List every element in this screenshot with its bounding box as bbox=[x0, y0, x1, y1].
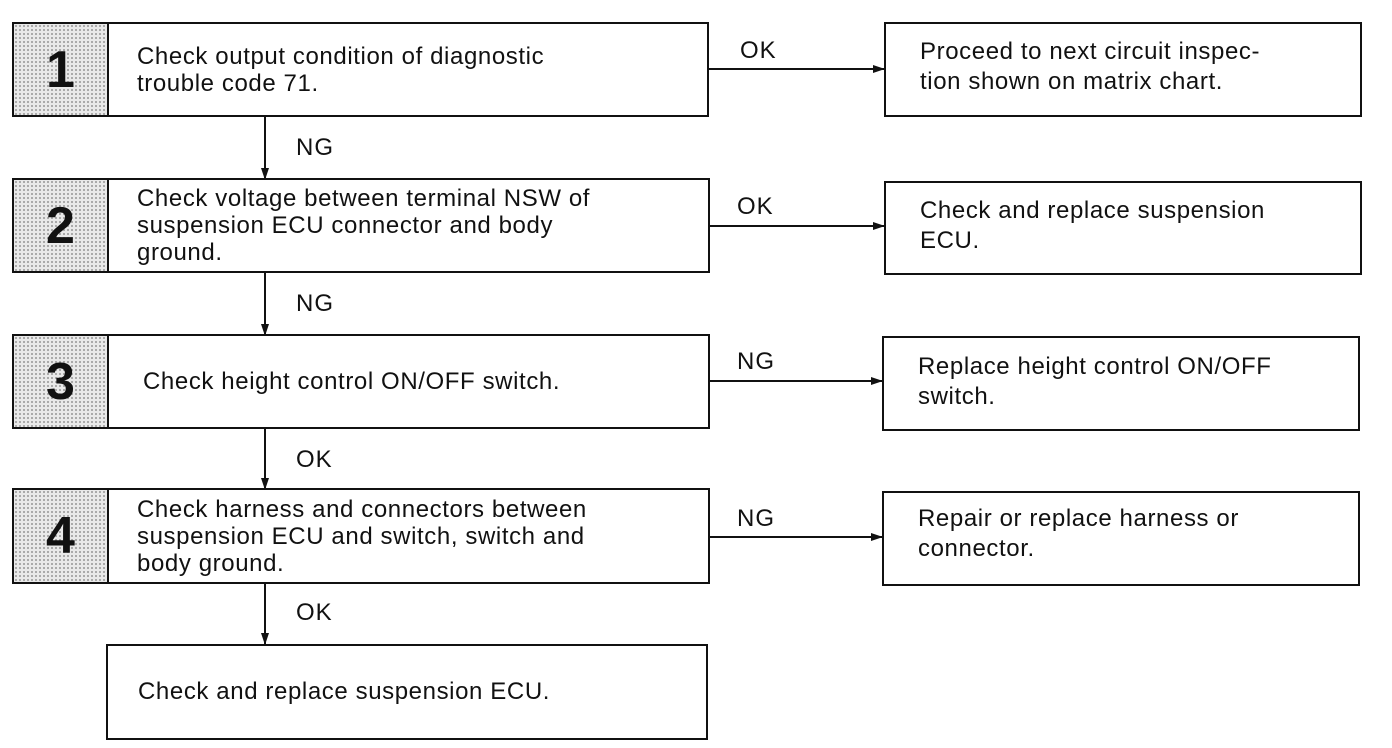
down-label-2: NG bbox=[296, 290, 334, 317]
result-1-box: Proceed to next circuit inspec- tion sho… bbox=[884, 22, 1362, 117]
step-1-box: 1 Check output condition of diagnostic t… bbox=[12, 22, 709, 117]
step-4-box: 4 Check harness and connectors between s… bbox=[12, 488, 710, 584]
result-2-condition-label: OK bbox=[737, 193, 774, 220]
step-2-number: 2 bbox=[14, 180, 109, 271]
step-4-text: Check harness and connectors between sus… bbox=[137, 495, 587, 577]
step-1-text: Check output condition of diagnostic tro… bbox=[137, 42, 545, 97]
result-3-text: Replace height control ON/OFF switch. bbox=[918, 352, 1272, 410]
result-1-text: Proceed to next circuit inspec- tion sho… bbox=[920, 37, 1261, 95]
down-label-4: OK bbox=[296, 599, 333, 626]
result-2-text: Check and replace suspension ECU. bbox=[920, 197, 1266, 254]
step-3-number: 3 bbox=[14, 336, 109, 427]
result-4-box: Repair or replace harness or connector. bbox=[882, 491, 1360, 586]
result-2-box: Check and replace suspension ECU. bbox=[884, 181, 1362, 275]
step-1-number: 1 bbox=[14, 24, 109, 115]
final-box: Check and replace suspension ECU. bbox=[106, 644, 708, 740]
result-3-box: Replace height control ON/OFF switch. bbox=[882, 336, 1360, 431]
step-2-box: 2 Check voltage between terminal NSW of … bbox=[12, 178, 710, 273]
step-2-text: Check voltage between terminal NSW of su… bbox=[137, 185, 591, 266]
final-box-text: Check and replace suspension ECU. bbox=[138, 678, 551, 705]
result-3-condition-label: NG bbox=[737, 348, 775, 375]
down-label-3: OK bbox=[296, 446, 333, 473]
step-3-box: 3 Check height control ON/OFF switch. bbox=[12, 334, 710, 429]
step-3-text: Check height control ON/OFF switch. bbox=[143, 368, 561, 395]
result-4-condition-label: NG bbox=[737, 505, 775, 532]
result-1-condition-label: OK bbox=[740, 37, 777, 64]
down-label-1: NG bbox=[296, 134, 334, 161]
result-4-text: Repair or replace harness or connector. bbox=[918, 504, 1239, 562]
step-4-number: 4 bbox=[14, 490, 109, 582]
